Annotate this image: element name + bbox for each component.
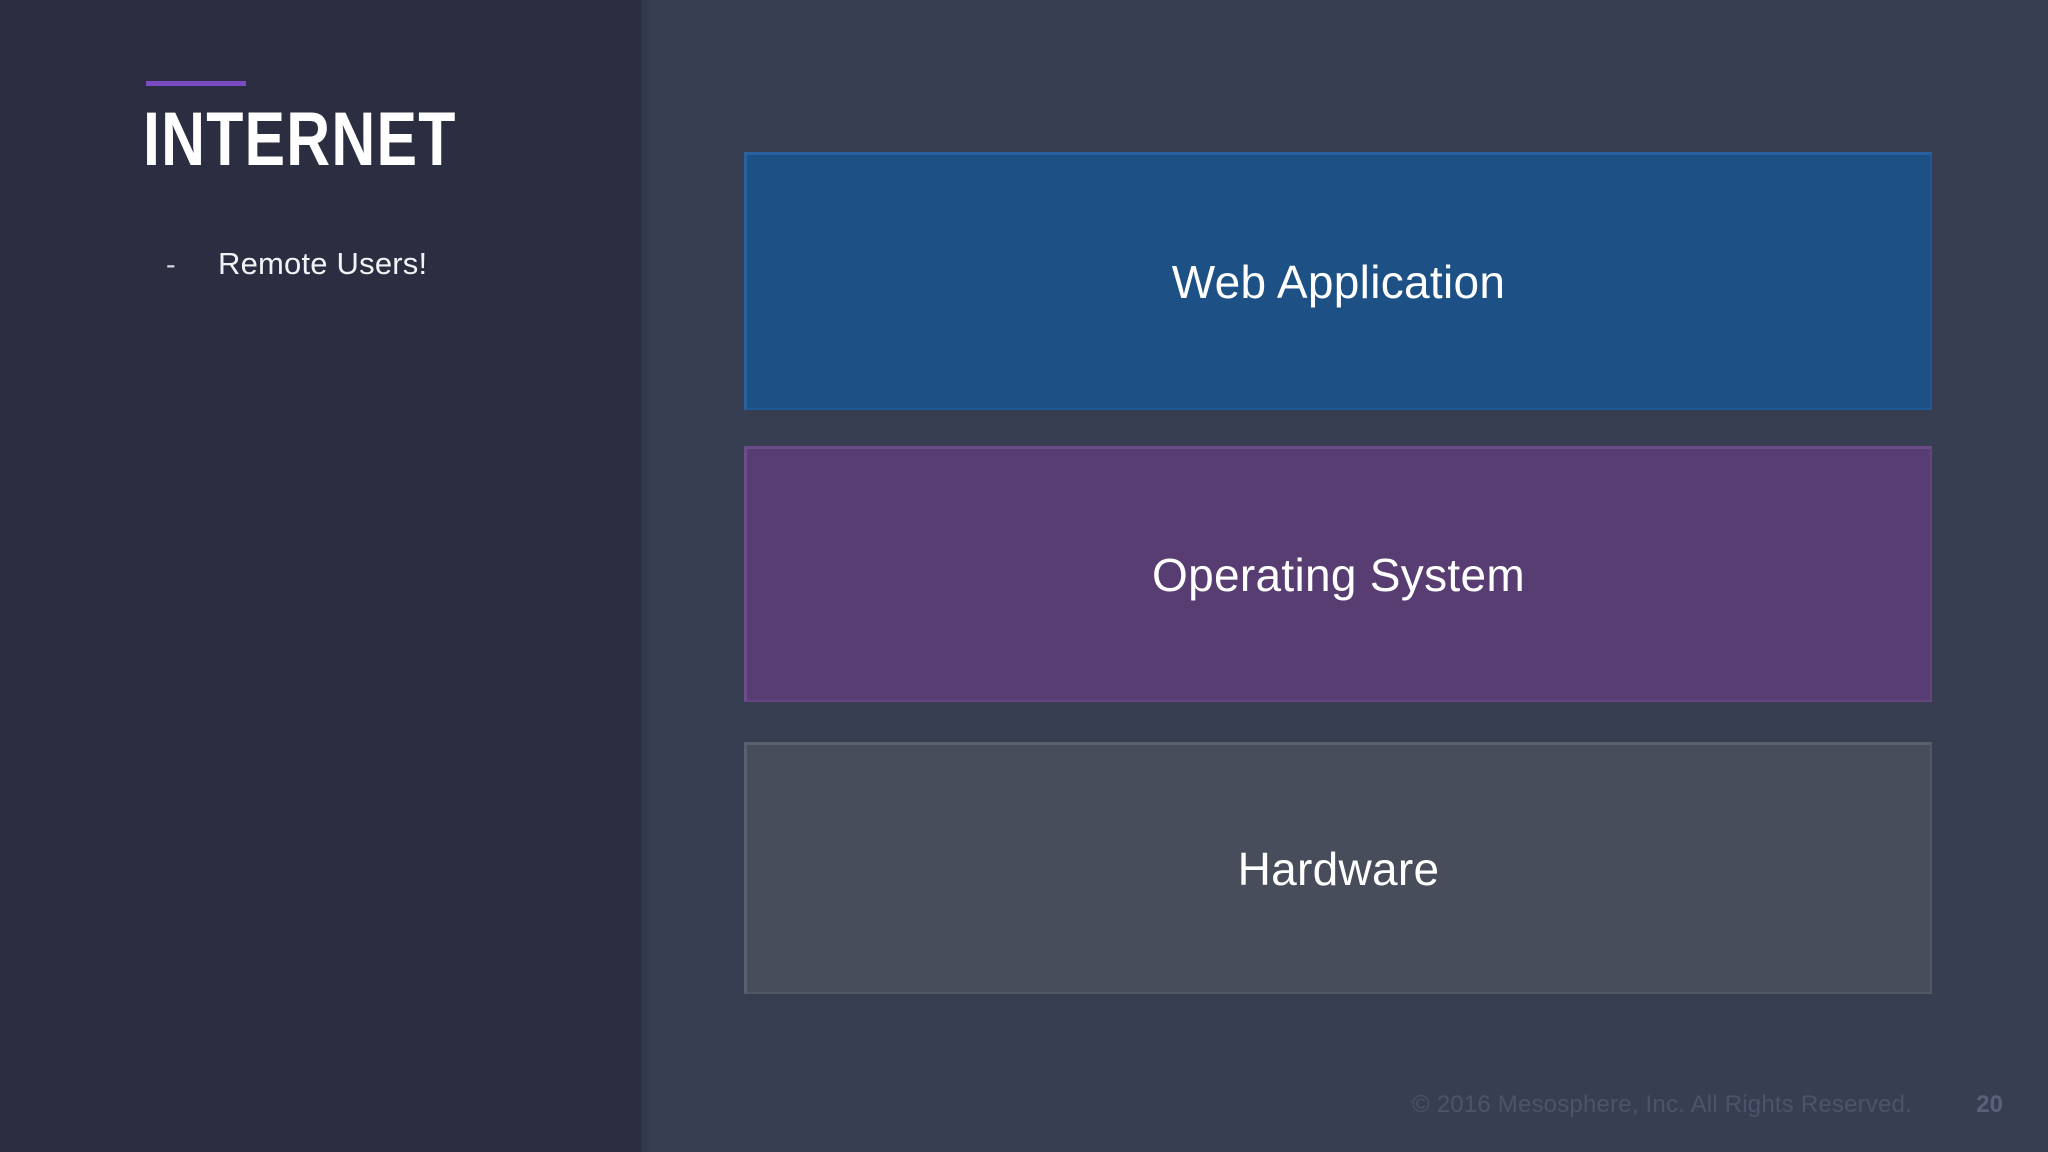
- stack-layer-operating-system: Operating System: [744, 446, 1932, 702]
- list-item: - Remote Users!: [166, 244, 606, 285]
- footer-copyright: © 2016 Mesosphere, Inc. All Rights Reser…: [1411, 1091, 1912, 1118]
- stack-layer-hardware: Hardware: [744, 742, 1932, 994]
- bullet-marker-icon: -: [166, 249, 176, 281]
- panel-divider: [641, 0, 651, 1152]
- stack-layer-label: Web Application: [1171, 255, 1506, 308]
- bullet-text: Remote Users!: [218, 246, 428, 281]
- page-number: 20: [1976, 1091, 2003, 1118]
- stack-layer-label: Hardware: [1237, 842, 1440, 895]
- page-title: INTERNET: [143, 97, 457, 182]
- stack-layer-web-application: Web Application: [744, 152, 1932, 410]
- stack-layer-label: Operating System: [1152, 548, 1525, 601]
- title-accent-rule: [146, 81, 246, 86]
- sidebar-panel: INTERNET - Remote Users!: [0, 0, 641, 1152]
- bullet-list: - Remote Users!: [166, 244, 606, 299]
